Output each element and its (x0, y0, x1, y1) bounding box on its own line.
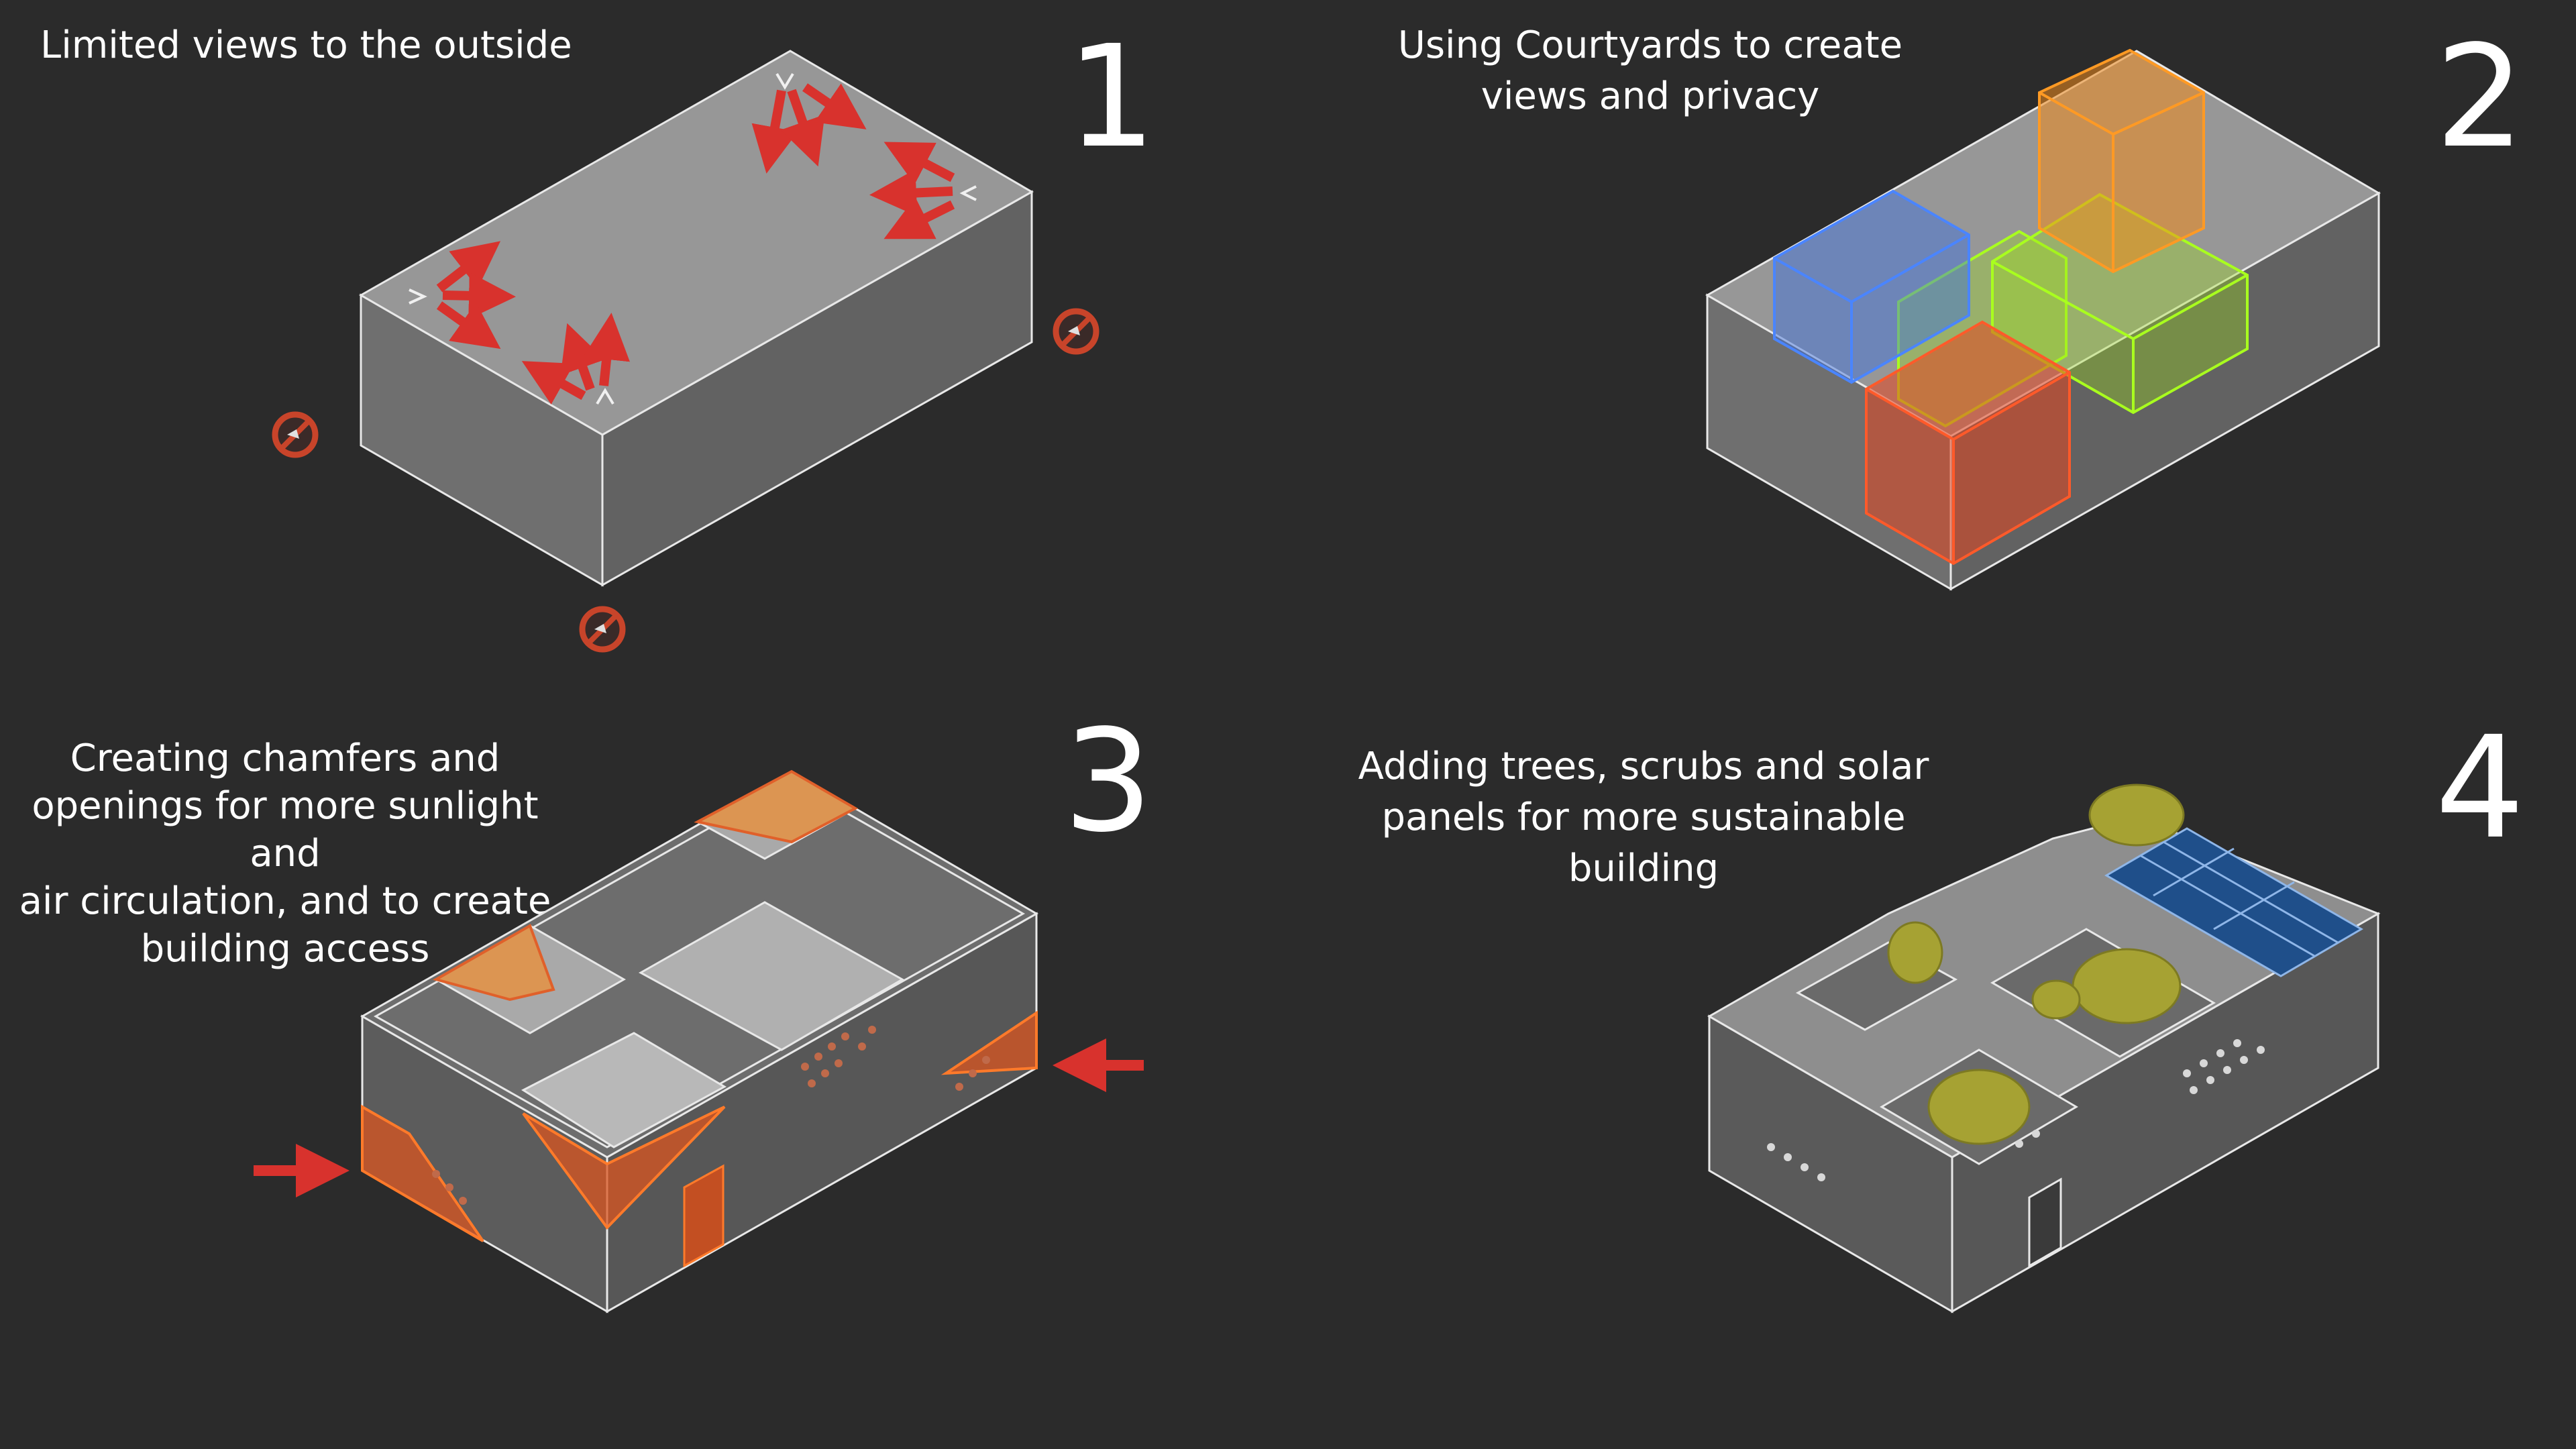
panel-1-caption: Limited views to the outside (40, 23, 572, 67)
panel-1-building (358, 50, 1034, 587)
solar-panels (2104, 827, 2363, 977)
chamfer-roof-orange (432, 769, 859, 1002)
courtyard-volume-orange (2038, 48, 2205, 274)
panel-4-door (2028, 1177, 2062, 1268)
panel-1-eye-icons (409, 72, 977, 405)
panel-4-number: 4 (2435, 706, 2525, 870)
panel-2-number: 2 (2435, 15, 2525, 179)
no-view-icon (579, 606, 626, 653)
panel-3-door (683, 1164, 724, 1268)
chamfer-wall-orange (361, 1010, 1038, 1242)
panel-1-number: 1 (1067, 15, 1157, 179)
panel-4-wall-perforations (1767, 1039, 2265, 1181)
courtyard-volume-blue (1773, 189, 1970, 384)
panel-2-caption: Using Courtyards to create views and pri… (1397, 23, 1903, 118)
panel-3-wall-perforations (432, 1026, 990, 1205)
panel-3-caption: Creating chamfers and openings for more … (19, 737, 551, 971)
no-view-icon (272, 411, 319, 458)
panel-1-view-arrows (436, 83, 955, 405)
no-view-icon (1053, 308, 1099, 355)
panel-3-parapet (373, 780, 1026, 1148)
access-arrows (254, 1038, 1144, 1197)
tree-icon (1887, 784, 2185, 1145)
panel-3-number: 3 (1063, 699, 1153, 863)
panel-4-caption: Adding trees, scrubs and solar panels fo… (1358, 745, 1929, 890)
courtyard-volume-red (1865, 320, 2071, 566)
